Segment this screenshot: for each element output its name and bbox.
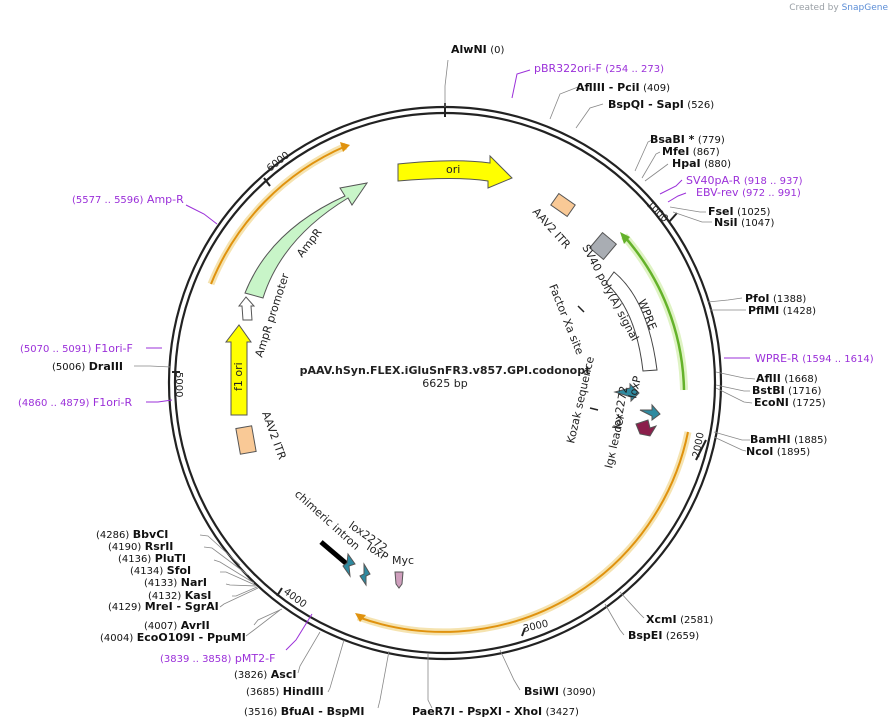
tick-label-1000: 1000 xyxy=(644,199,670,225)
lox2272-right-arrow xyxy=(639,403,661,421)
enzyme-avrii: (4007) AvrII xyxy=(144,619,210,632)
amp-r-arrowhead xyxy=(340,142,350,152)
enzyme-sfoi: (4134) SfoI xyxy=(130,564,191,577)
enzyme-bbvci: (4286) BbvCI xyxy=(96,528,168,541)
primer-pmt2-f: (3839 .. 3858) pMT2-F xyxy=(160,652,275,665)
enzyme-ecoo109i-ppumi: (4004) EcoO109I - PpuMI xyxy=(100,631,246,644)
enzyme-pflmi: PflMI (1428) xyxy=(748,304,816,317)
enzyme-nari: (4133) NarI xyxy=(144,576,207,589)
enzyme-afliii-pcii: AflIII - PciI (409) xyxy=(576,81,670,94)
enzyme-bsiwi: BsiWI (3090) xyxy=(524,685,596,698)
amp-r-orange-arc-line xyxy=(210,145,347,285)
myc-box xyxy=(394,571,404,589)
enzyme-ncoi: NcoI (1895) xyxy=(746,445,810,458)
watermark-brand: SnapGene xyxy=(841,3,888,13)
enzyme-hpai: HpaI (880) xyxy=(672,157,731,170)
igk-orange-arc xyxy=(356,431,692,636)
feature-label-loxp-right: loxP xyxy=(626,374,644,399)
enzyme-alwni: AlwNI (0) xyxy=(451,43,505,56)
enzyme-nsii: NsiI (1047) xyxy=(714,216,774,229)
snapgene-watermark: Created by SnapGene xyxy=(789,3,888,13)
feature-label-myc: Myc xyxy=(392,554,414,567)
enzyme-asci: (3826) AscI xyxy=(234,668,296,681)
feature-label-factor-xa: Factor Xa site xyxy=(546,282,586,356)
enzyme-kasi: (4132) KasI xyxy=(148,589,211,602)
aav2-itr-box-left xyxy=(235,425,257,455)
feature-arcs xyxy=(207,142,692,636)
enzyme-rsrii: (4190) RsrII xyxy=(108,540,173,553)
loxp-lower-arrow xyxy=(359,562,371,587)
enzyme-paer7i-pspxi-xhoi: PaeR7I - PspXI - XhoI (3427) xyxy=(412,705,579,718)
enzyme-leaders xyxy=(134,59,756,709)
ampr-promoter-arrow xyxy=(237,296,256,321)
enzyme-bamhi: BamHI (1885) xyxy=(750,433,827,446)
enzyme-bfuai-bspmi: (3516) BfuAI - BspMI xyxy=(244,705,364,718)
igk-leader-arrow xyxy=(635,419,658,437)
primer-amp-r: (5577 .. 5596) Amp-R xyxy=(72,193,184,206)
primer-wpre-r: WPRE-R (1594 .. 1614) xyxy=(755,352,874,365)
factor-xa-tick xyxy=(577,305,585,313)
enzyme-labels: AlwNI (0) AflIII - PciI (409) BspQI - Sa… xyxy=(52,43,827,718)
tick-label-2000: 2000 xyxy=(691,431,707,458)
primer-labels: pBR322ori-F (254 .. 273) SV40pA-R (918 .… xyxy=(18,62,874,665)
primer-pbr322ori-f: pBR322ori-F (254 .. 273) xyxy=(534,62,664,75)
primer-sv40pa-r: SV40pA-R (918 .. 937) xyxy=(686,174,803,187)
primer-ebv-rev: EBV-rev (972 .. 991) xyxy=(696,186,801,199)
enzyme-mrei-sgrai: (4129) MreI - SgrAI xyxy=(108,600,219,613)
enzyme-bsabi: BsaBI * (779) xyxy=(650,133,725,146)
enzyme-bspqi-sapi: BspQI - SapI (526) xyxy=(608,98,714,111)
feature-label-igk-leader: Igκ leader xyxy=(602,413,627,470)
primer-f1ori-f: (5070 .. 5091) F1ori-F xyxy=(20,342,133,355)
ori-arrow xyxy=(397,154,513,189)
enzyme-pfoi: PfoI (1388) xyxy=(745,292,806,305)
igk-orange-arc-line xyxy=(357,431,689,633)
f1-ori-arrow xyxy=(224,324,252,416)
sv40-polya-box xyxy=(588,231,618,261)
ampr-arrow xyxy=(244,182,369,299)
tick-marks xyxy=(172,103,707,637)
enzyme-bspei: BspEI (2659) xyxy=(628,629,699,642)
enzyme-pluti: (4136) PluTI xyxy=(118,552,186,565)
enzyme-draiii: (5006) DraIII xyxy=(52,360,123,373)
loxp-right-arrow xyxy=(613,382,640,403)
wpre-green-arc-line xyxy=(623,235,686,391)
enzyme-bstbi: BstBI (1716) xyxy=(752,384,822,397)
primer-f1ori-r: (4860 .. 4879) F1ori-R xyxy=(18,396,133,409)
watermark-prefix: Created by xyxy=(789,3,839,13)
enzyme-hindiii: (3685) HindIII xyxy=(246,685,324,698)
feature-label-ori: ori xyxy=(446,163,460,176)
plasmid-name: pAAV.hSyn.FLEX.iGluSnFR3.v857.GPI.codono… xyxy=(300,364,591,377)
aav2-itr-box-right xyxy=(550,192,576,218)
enzyme-aflii: AflII (1668) xyxy=(756,372,818,385)
enzyme-fsei: FseI (1025) xyxy=(708,205,770,218)
igk-arrowhead xyxy=(355,613,366,622)
enzyme-xcmi: XcmI (2581) xyxy=(646,613,713,626)
kozak-tick xyxy=(589,407,599,411)
feature-label-f1-ori: f1 ori xyxy=(232,362,245,391)
feature-shapes xyxy=(224,154,661,589)
primer-markers xyxy=(146,69,750,651)
lox2272-lower-arrow xyxy=(342,552,356,578)
feature-label-aav2-itr-left: AAV2 ITR xyxy=(259,410,289,462)
enzyme-econi: EcoNI (1725) xyxy=(754,396,826,409)
enzyme-mfei: MfeI (867) xyxy=(662,145,720,158)
chimeric-intron-bar xyxy=(319,540,350,567)
wpre-inner-arc xyxy=(605,271,658,372)
wpre-arrowhead xyxy=(620,232,630,244)
plasmid-size: 6625 bp xyxy=(422,377,467,390)
tick-label-5000: 5000 xyxy=(173,372,184,397)
